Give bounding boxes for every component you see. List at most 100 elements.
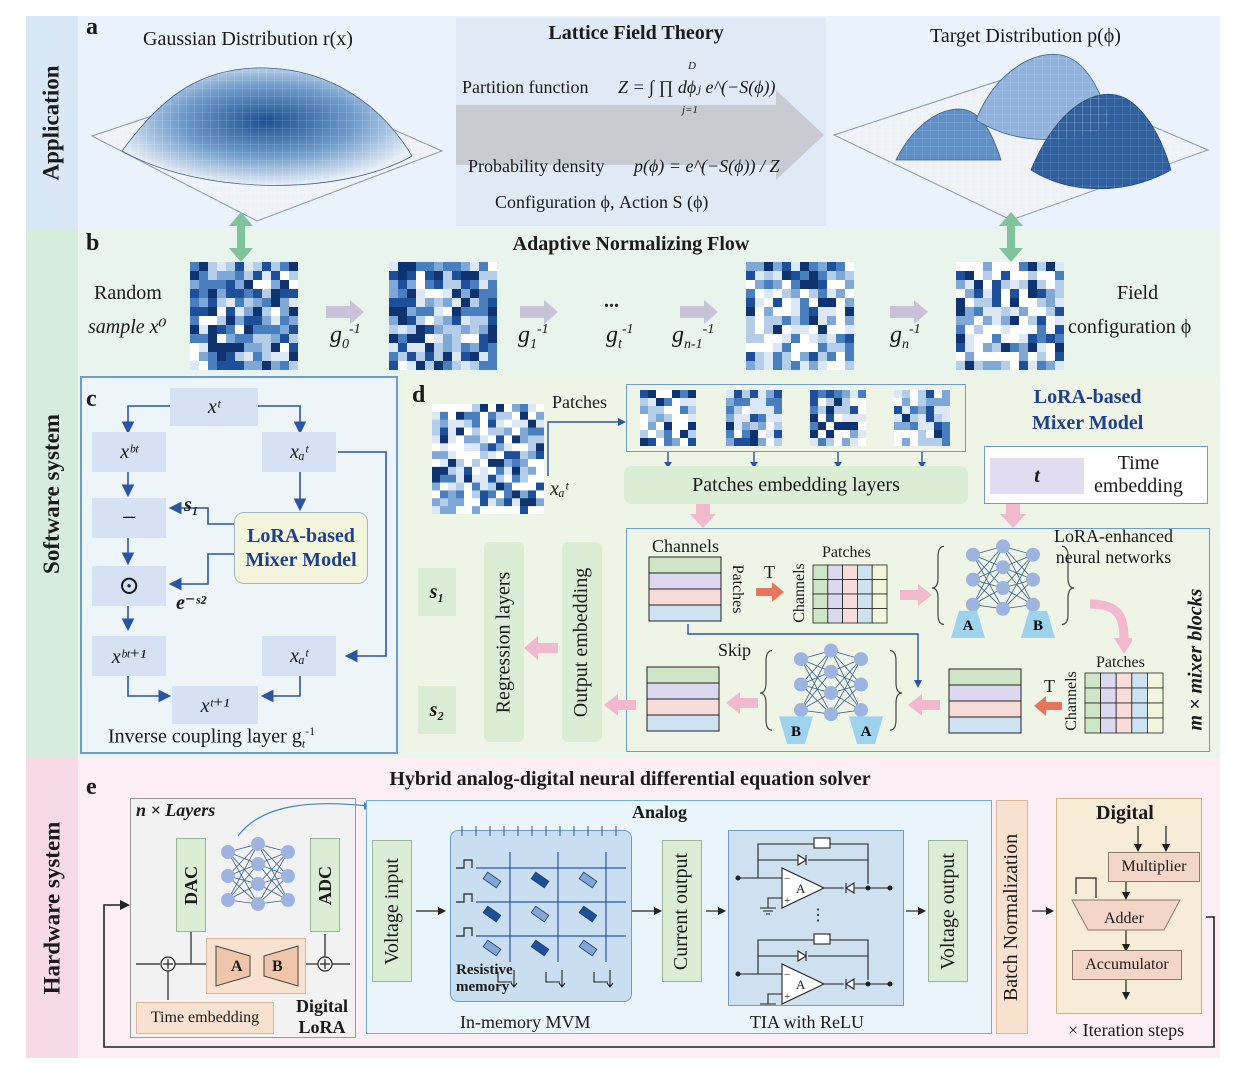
patch-4 — [894, 390, 951, 447]
svg-text:A: A — [861, 724, 872, 740]
side-label-application: Application — [26, 16, 78, 230]
arrow-iout — [706, 907, 726, 915]
pink-arrow-left-1 — [908, 694, 940, 716]
adder-label: Adder — [1104, 910, 1144, 927]
panel-e-letter: e — [86, 774, 97, 800]
skip-label: Skip — [718, 640, 752, 660]
patch-2 — [726, 390, 783, 447]
channel-stack-2 — [948, 668, 1022, 734]
double-arrow-right — [999, 212, 1023, 262]
pink-arrow-left-2 — [726, 692, 758, 714]
target-label: Target Distribution p(ϕ) — [930, 25, 1121, 47]
channel-stack — [648, 556, 722, 622]
patch-matrix-1 — [812, 564, 888, 624]
partition-lower: j=1 — [682, 104, 698, 116]
patch-matrix-2 — [1084, 672, 1164, 734]
pink-curve-arrow — [1089, 599, 1132, 654]
lora-b-label: B — [272, 958, 283, 975]
channels-label: Channels — [652, 536, 719, 556]
lora-a-label: A — [231, 958, 243, 975]
solver-title: Hybrid analog-digital neural differentia… — [389, 768, 871, 790]
prob-label: Probability density — [468, 156, 605, 176]
svg-text:−: − — [784, 873, 790, 885]
adc-box: ADC — [310, 838, 340, 932]
output-embedding-box: Output embedding — [562, 542, 602, 742]
gn1-label: gn-1-1 — [672, 322, 715, 352]
pink-arrow-right-1 — [900, 584, 932, 606]
g1-label: g1-1 — [518, 322, 549, 352]
pink-arrow-left-4 — [524, 636, 558, 660]
patches-top-1: Patches — [822, 544, 871, 561]
gt-label: gt-1 — [606, 322, 634, 352]
panel-b-letter: b — [86, 230, 100, 256]
s1-output: s₁ — [418, 568, 456, 616]
skip-connection — [687, 624, 922, 688]
gn-label: gn-1 — [890, 322, 921, 352]
partition-upper: D — [688, 60, 696, 72]
patch-1 — [640, 390, 697, 447]
svg-text:B: B — [1033, 618, 1043, 634]
nn-to-analog-link — [237, 802, 372, 837]
arrow-bn — [1032, 907, 1054, 915]
panel-c-letter: c — [86, 386, 97, 412]
flow-ellipsis: ... — [604, 290, 619, 312]
digital-label: Digital — [1096, 802, 1154, 824]
transpose-arrow-2 — [1034, 696, 1062, 716]
side-label-hardware: Hardware system — [26, 758, 78, 1058]
flow-arrow-2 — [520, 300, 558, 324]
tia-label: TIA with ReLU — [750, 1012, 864, 1032]
es2-label: e⁻ˢ² — [176, 592, 207, 614]
gaussian-surface — [90, 67, 444, 222]
in-memory-label: In-memory MVM — [460, 1012, 591, 1032]
analog-label: Analog — [632, 802, 688, 822]
transpose-arrow-1 — [756, 582, 784, 602]
mixer-blocks-label: m × mixer blocks — [1184, 588, 1207, 731]
layer-nn — [221, 837, 295, 911]
sample-label: sample x⁰ — [88, 316, 167, 338]
tia-frame — [728, 830, 904, 1006]
svg-text:⋮: ⋮ — [810, 907, 826, 924]
transpose-2: T — [1044, 676, 1055, 696]
svg-text:A: A — [796, 977, 806, 992]
x-next-box: xᵗ⁺¹ — [172, 686, 258, 724]
crossbar-array — [456, 826, 626, 988]
dac-box: DAC — [176, 838, 206, 932]
config-line: Configuration ϕ, Action S (ϕ) — [495, 192, 709, 212]
prob-formula: p(ϕ) = e^(−S(ϕ)) / Z — [634, 156, 780, 176]
patches-label: Patches — [552, 392, 607, 412]
flow-arrow-4 — [890, 300, 928, 324]
time-embedding-box: Time embedding — [136, 1002, 274, 1034]
flow-grid-2 — [746, 262, 855, 371]
svg-text:A: A — [796, 881, 806, 896]
patch-3 — [810, 390, 867, 447]
mixer-blocks-frame — [626, 528, 1210, 752]
flow-arrow-1 — [326, 300, 364, 324]
minus-box: − — [92, 498, 166, 538]
flow-grid-1 — [389, 262, 498, 371]
gaussian-label: Gaussian Distribution r(x) — [143, 28, 353, 50]
side-label-software: Software system — [26, 230, 78, 758]
flow-arrow-3 — [680, 300, 718, 324]
flow-grid-0 — [190, 262, 299, 371]
odot-box: ⊙ — [92, 566, 166, 606]
multiplier-box: Multiplier — [1108, 852, 1200, 882]
patches-frame — [626, 384, 966, 452]
coupling-caption: Inverse coupling layer gt-1 — [108, 724, 316, 751]
lora-adders — [136, 932, 350, 1000]
svg-text:A: A — [963, 618, 974, 634]
lattice-title: Lattice Field Theory — [548, 22, 724, 44]
arrow-xbar — [632, 907, 662, 915]
voltage-output-box: Voltage output — [928, 840, 968, 982]
voltage-input-box: Voltage input — [372, 840, 412, 982]
arrow-tia — [906, 907, 926, 915]
time-down-arrow — [1000, 504, 1026, 528]
field-label: Field — [1117, 282, 1159, 304]
embed-layers-box: Patches embedding layers — [624, 466, 968, 504]
hardware-loop — [103, 900, 1215, 1048]
double-arrow-left — [229, 212, 253, 262]
random-label: Random — [94, 282, 162, 304]
